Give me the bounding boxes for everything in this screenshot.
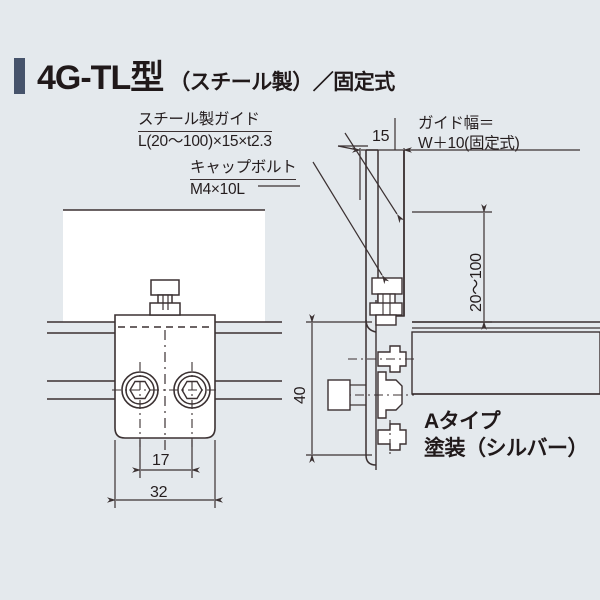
- side-profile-section-2: [377, 371, 403, 419]
- front-cap-bolt-icon: [149, 279, 181, 316]
- label-guide-width: ガイド幅＝ W＋10(固定式): [418, 114, 520, 154]
- label-type-note-line2: 塗装（シルバー）: [424, 437, 589, 461]
- title-subtitle: （スチール製）／固定式: [169, 71, 395, 94]
- front-dimension-17: [132, 440, 200, 478]
- title-model: 4G-TL型: [37, 59, 164, 97]
- label-cap-bolt: キャップボルト M4×10L: [190, 158, 297, 200]
- side-profile-section-3: [377, 423, 407, 451]
- front-screw-centre-lines: [112, 362, 220, 450]
- front-rail-lines-right: [215, 321, 282, 400]
- label-cap-bolt-line2: M4×10L: [190, 180, 245, 198]
- label-steel-guide: スチール製ガイド L(20〜100)×15×t2.3: [138, 110, 272, 152]
- label-guide-width-line1: ガイド幅＝: [418, 115, 495, 132]
- side-cap-bolt-icon: [369, 277, 403, 326]
- label-steel-guide-line1: スチール製ガイド: [138, 110, 272, 132]
- page-title: 4G-TL型 （スチール製）／固定式: [14, 50, 395, 99]
- side-rail-profile: [411, 321, 600, 395]
- label-type-note: Aタイプ 塗装（シルバー）: [424, 408, 589, 463]
- dim-text-15: 15: [372, 128, 390, 145]
- label-guide-width-line2: W＋10(固定式): [418, 134, 520, 152]
- side-screw-head: [327, 379, 366, 411]
- front-rail-lines-left: [47, 321, 115, 400]
- accent-bar-icon: [14, 58, 25, 94]
- label-cap-bolt-line1: キャップボルト: [190, 158, 297, 180]
- side-dimension-20-100: [412, 204, 492, 330]
- leader-lines: [258, 118, 405, 285]
- label-steel-guide-line2: L(20〜100)×15×t2.3: [138, 132, 272, 150]
- front-dimension-32: [107, 440, 223, 508]
- label-type-note-line1: Aタイプ: [424, 410, 501, 433]
- side-dimension-40: [306, 314, 372, 463]
- dim-text-32: 32: [150, 484, 168, 501]
- dim-text-17: 17: [152, 452, 170, 469]
